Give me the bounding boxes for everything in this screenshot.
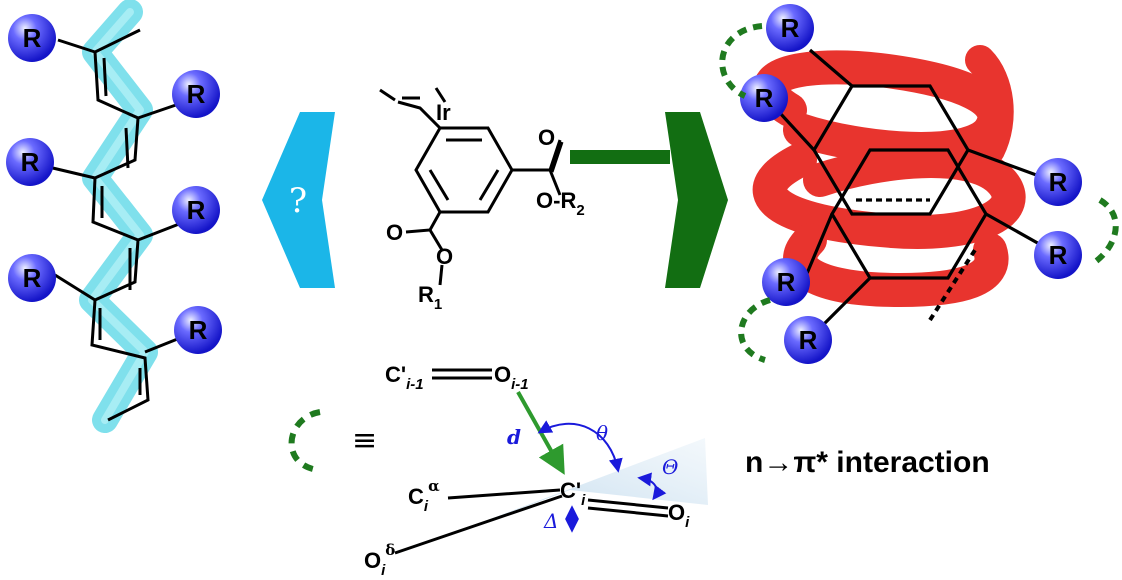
r-group-ball: R [1034, 158, 1082, 206]
r-group-ball: R [740, 74, 788, 122]
alpha-carbon: Ciα [408, 477, 440, 515]
r-group-ball: R [1034, 231, 1082, 279]
svg-text:R: R [781, 13, 800, 43]
question-mark: ? [289, 181, 307, 221]
green-double-arrow: ? [570, 112, 728, 288]
Delta-label: Δ [543, 509, 558, 533]
question-mark: ? [655, 181, 673, 221]
acceptor-oxygen: Oi [668, 500, 690, 531]
svg-text:R: R [777, 267, 796, 297]
equivalence-sign: ≡ [352, 423, 377, 458]
interaction-label: n→π* interaction [745, 446, 990, 479]
svg-text:R: R [799, 325, 818, 355]
cyan-beta-strand [39, 0, 216, 433]
svg-text:R: R [21, 147, 40, 177]
Theta-label: Θ [662, 455, 678, 479]
r-group-ball: R [8, 14, 56, 62]
svg-text:R1: R1 [418, 282, 442, 313]
r-group-ball: R [784, 316, 832, 364]
svg-text:R: R [23, 263, 42, 293]
n-pi-geometry: C'i-1 Oi-1 C'i Oi Ciα Oiδ d θ Θ Δ [364, 362, 708, 579]
r-group-ball: R [8, 254, 56, 302]
r-group-ball: R [174, 306, 222, 354]
acceptor-carbon: C'i [560, 478, 586, 509]
carbonyl-oxygen: O [386, 220, 403, 245]
n-pi-star-indicator [719, 23, 1119, 363]
distance-d-label: d [507, 425, 521, 449]
carbonyl-oxygen: O [538, 125, 555, 150]
center-molecule [379, 87, 564, 286]
r-group-ball: R [172, 186, 220, 234]
helix-backbone [766, 48, 1051, 332]
iridium-label: Ir [436, 100, 451, 125]
r-group-ball: R [172, 70, 220, 118]
svg-text:R: R [1049, 240, 1068, 270]
cyan-double-arrow: ? [262, 112, 335, 288]
ester-top-label: O-R2 [536, 188, 585, 219]
r-group-ball: R [766, 4, 814, 52]
svg-text:R: R [23, 23, 42, 53]
svg-text:O-R2: O-R2 [536, 188, 585, 219]
ester-bottom-label: R1 [418, 282, 442, 313]
legend-dashed-arc [288, 409, 321, 473]
delta-oxygen: Oiδ [364, 541, 395, 579]
svg-text:R: R [755, 83, 774, 113]
ester-oxygen: O [436, 244, 453, 269]
svg-text:R: R [1049, 167, 1068, 197]
svg-text:R: R [187, 79, 206, 109]
r-group-ball: R [6, 138, 54, 186]
svg-text:R: R [189, 315, 208, 345]
r-group-ball: R [762, 258, 810, 306]
donor-oxygen: Oi-1 [494, 362, 529, 393]
theta-label: θ [596, 421, 608, 445]
svg-text:R: R [187, 195, 206, 225]
donor-carbon: C'i-1 [385, 362, 424, 393]
